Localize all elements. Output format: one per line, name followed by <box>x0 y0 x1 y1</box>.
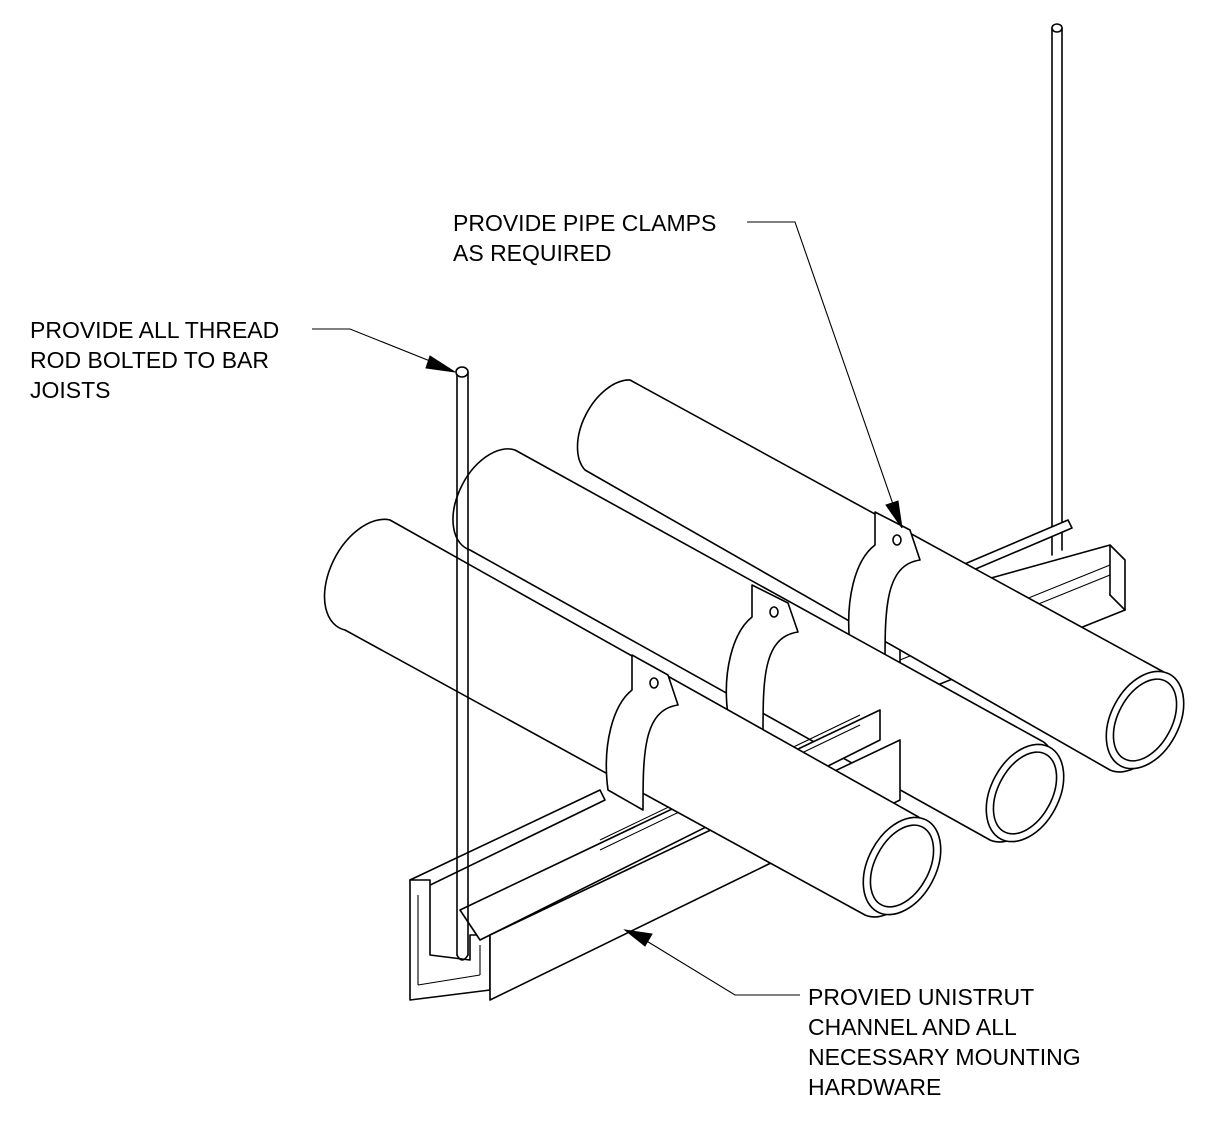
callout-clamps-line-1: PROVIDE PIPE CLAMPS <box>453 210 717 236</box>
threaded-rod-front <box>455 366 469 961</box>
threaded-rod-back <box>1051 23 1063 556</box>
callout-clamps-line-2: AS REQUIRED <box>453 240 612 266</box>
callout-rod-line-2: ROD BOLTED TO BAR <box>30 347 269 373</box>
callout-unistrut-line-3: NECESSARY MOUNTING <box>808 1044 1081 1070</box>
callout-rod-line-3: JOISTS <box>30 377 111 403</box>
leader-rod <box>312 328 456 373</box>
pipe-clamp-front <box>605 654 679 811</box>
callout-unistrut-line-4: HARDWARE <box>808 1074 942 1100</box>
callout-unistrut-channel: PROVIED UNISTRUT CHANNEL AND ALL NECESSA… <box>808 982 1081 1102</box>
leader-unistrut <box>623 929 800 996</box>
callout-rod-line-1: PROVIDE ALL THREAD <box>30 317 280 343</box>
callout-threaded-rod: PROVIDE ALL THREAD ROD BOLTED TO BAR JOI… <box>30 315 279 405</box>
leader-clamps <box>747 221 903 529</box>
callout-unistrut-line-2: CHANNEL AND ALL <box>808 1014 1017 1040</box>
callout-unistrut-line-1: PROVIED UNISTRUT <box>808 984 1035 1010</box>
callout-pipe-clamps: PROVIDE PIPE CLAMPS AS REQUIRED <box>453 208 716 268</box>
